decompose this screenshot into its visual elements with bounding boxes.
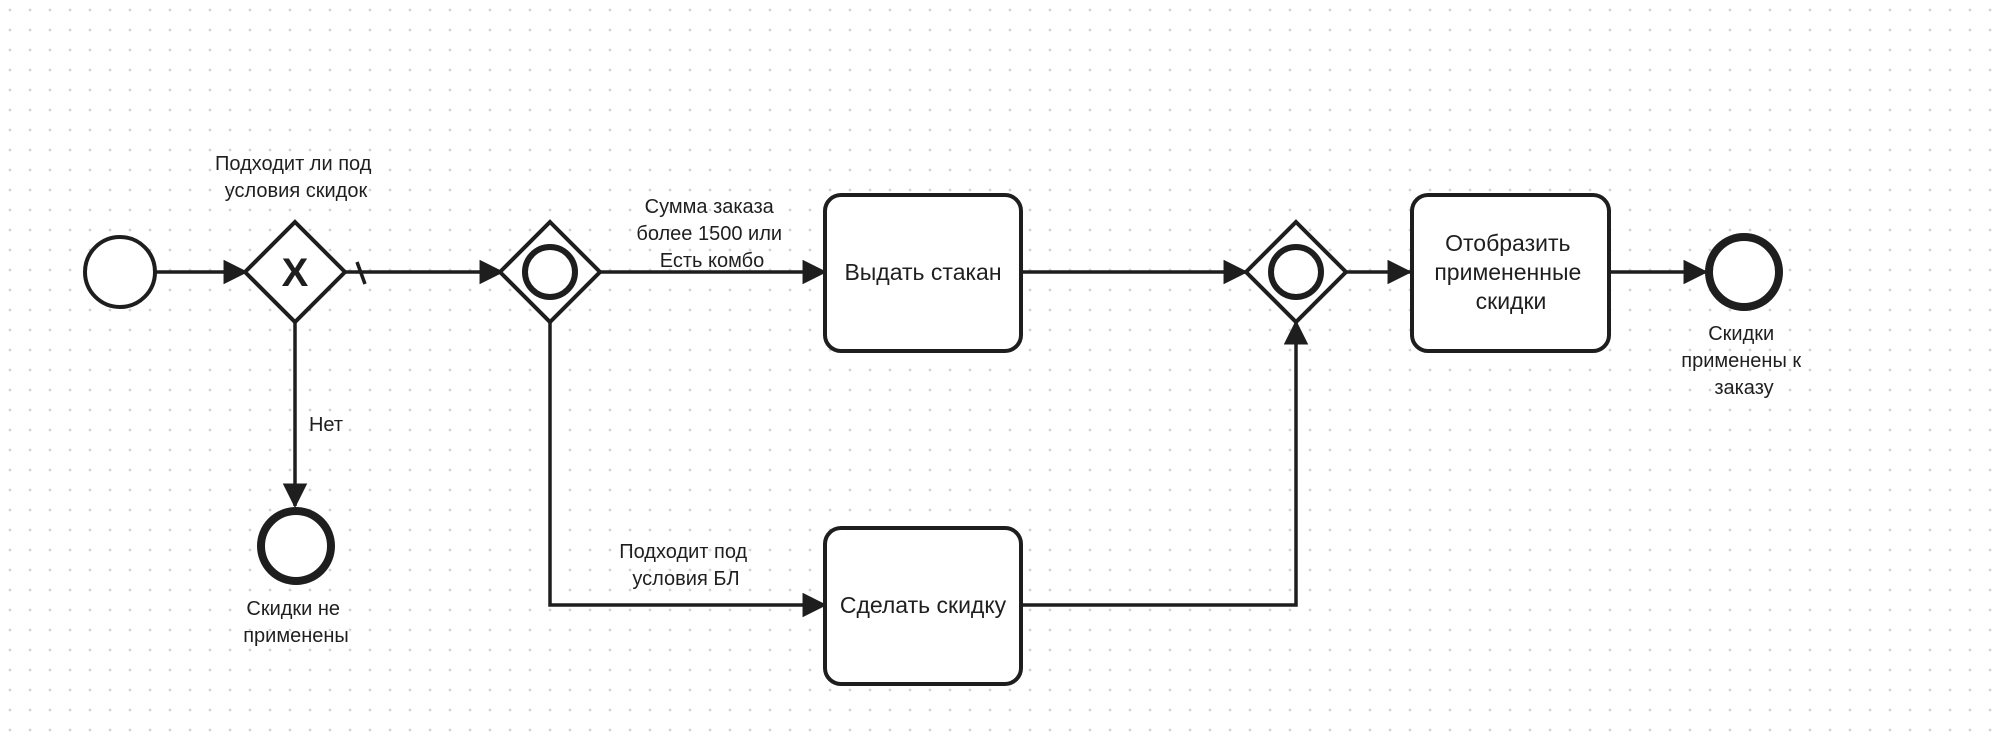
end-not-applied-label: Скидки не применены	[243, 598, 349, 647]
flow-bl-line-2: условия БЛ	[632, 568, 739, 590]
end-applied-line-3: заказу	[1714, 377, 1773, 399]
gateway-question-line-2: условия скидок	[225, 180, 368, 202]
inclusive-gateway-merge-shape[interactable]	[1243, 219, 1349, 325]
exclusive-gateway-x-icon: X	[282, 251, 309, 295]
flow-no-label: Нет	[309, 414, 343, 436]
end-applied-label: Скидки применены к заказу	[1681, 323, 1806, 399]
gateway-question-line-1: Подходит ли под	[215, 153, 372, 175]
task-discount-label: Сделать скидку	[840, 592, 1007, 618]
task-show-discounts[interactable]	[1410, 193, 1611, 353]
flow-amount-line-1: Сумма заказа	[645, 196, 775, 218]
end-not-applied-line-1: Скидки не	[246, 598, 340, 620]
inclusive-gateway-merge[interactable]	[1243, 219, 1349, 325]
flow-amount-line-2: более 1500 или	[636, 223, 782, 245]
flow-amount-line-3: Есть комбо	[660, 250, 764, 272]
default-flow-marker	[355, 261, 367, 285]
task-show-line-2: примененные	[1434, 259, 1581, 285]
gateway-question-label: Подходит ли под условия скидок	[215, 153, 377, 202]
task-discount[interactable]	[823, 526, 1023, 686]
task-show-label: Отобразить примененные скидки	[1434, 230, 1587, 314]
inclusive-gateway-split-circle-icon	[522, 244, 578, 300]
task-glass-label: Выдать стакан	[844, 259, 1001, 285]
flow-bl-line-1: Подходит под	[619, 541, 747, 563]
task-show-line-1: Отобразить	[1445, 230, 1570, 256]
task-glass[interactable]	[823, 193, 1023, 353]
flow-task-discount-to-merge-gateway[interactable]	[1021, 319, 1309, 607]
flow-bl-label: Подходит под условия БЛ	[619, 541, 753, 590]
task-show-line-3: скидки	[1476, 288, 1547, 314]
end-not-applied-line-2: применены	[243, 625, 349, 647]
exclusive-gateway[interactable]: X	[242, 219, 348, 325]
inclusive-gateway-merge-circle-icon	[1268, 244, 1324, 300]
flow-bl-to-task-discount[interactable]	[548, 322, 828, 618]
end-applied-line-1: Скидки	[1708, 323, 1774, 345]
exclusive-gateway-shape[interactable]	[242, 219, 348, 325]
end-event-not-applied[interactable]	[257, 507, 335, 585]
inclusive-gateway-split[interactable]	[497, 219, 603, 325]
end-event-applied[interactable]	[1705, 233, 1783, 311]
inclusive-gateway-split-shape[interactable]	[497, 219, 603, 325]
end-applied-line-2: применены к	[1681, 350, 1801, 372]
start-event[interactable]	[83, 235, 157, 309]
flow-amount-label: Сумма заказа более 1500 или Есть комбо	[636, 196, 787, 272]
